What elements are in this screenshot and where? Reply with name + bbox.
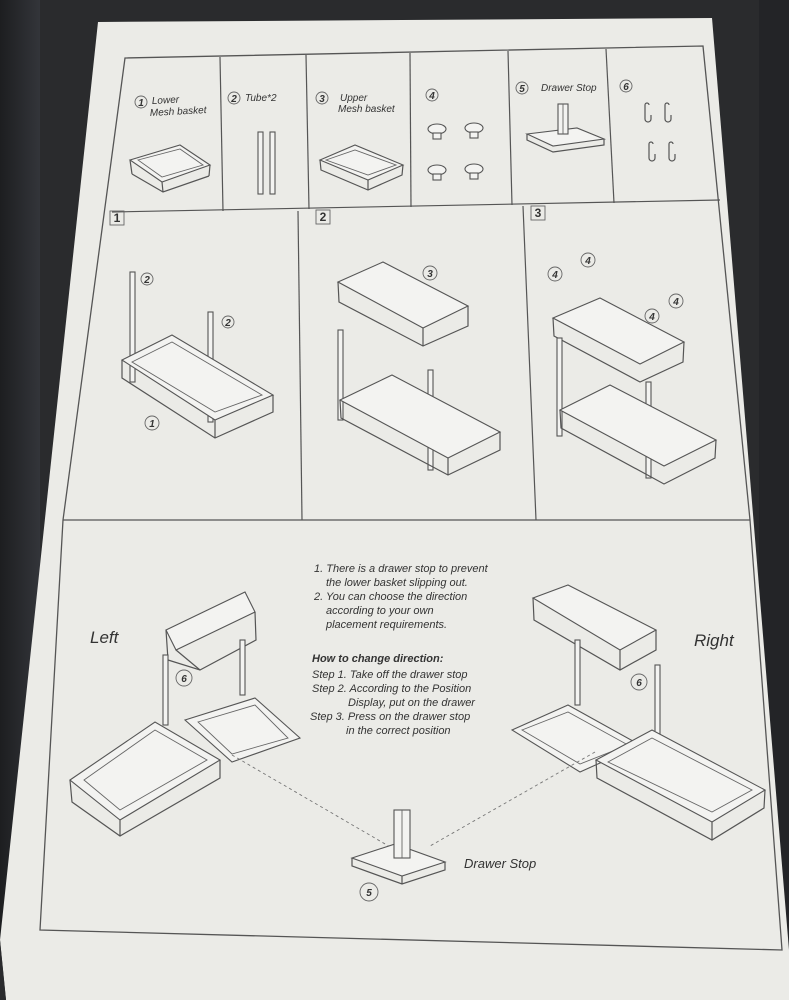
svg-text:4: 4 (672, 297, 679, 308)
note-2-line-3: placement requirements. (325, 619, 447, 631)
how-to-title: How to change direction: (312, 653, 444, 665)
parts-row (111, 48, 721, 213)
step-3-number: 3 (535, 206, 542, 220)
hook-icon (644, 102, 652, 123)
hook-icon (664, 102, 672, 123)
svg-text:4: 4 (551, 270, 558, 281)
cap-icon (427, 123, 447, 140)
part-2-label: Tube*2 (245, 93, 277, 104)
note-1-line-2: the lower basket slipping out. (326, 577, 468, 589)
part-5-number: 5 (519, 84, 525, 95)
step-1-number: 1 (114, 211, 121, 225)
hook-icon (648, 141, 656, 162)
part-3-label-b: Mesh basket (338, 104, 396, 115)
step-2-text-a: Step 2. According to the Position (312, 683, 471, 695)
step-3-text-b: in the correct position (346, 725, 451, 737)
part-3: 3 Upper Mesh basket (315, 91, 405, 191)
part-1-number: 1 (138, 98, 144, 109)
svg-text:3: 3 (427, 269, 433, 280)
part-2: 2 Tube*2 (227, 91, 277, 195)
svg-text:4: 4 (584, 256, 591, 267)
svg-text:4: 4 (648, 312, 655, 323)
part-3-label-a: Upper (340, 93, 368, 104)
part-2-number: 2 (230, 94, 237, 105)
part-6: 6 (619, 79, 676, 162)
left-label: Left (90, 628, 120, 647)
drawer-stop-number: 5 (366, 888, 372, 899)
svg-text:2: 2 (143, 275, 150, 286)
part-1: 1 Lower Mesh basket (128, 95, 212, 193)
left-assembly: Left 6 (69, 591, 302, 837)
right-label: Right (694, 631, 735, 650)
step-2-text-b: Display, put on the drawer (348, 697, 476, 709)
part-1-label-a: Lower (152, 95, 180, 107)
right-assembly: Right 6 (510, 584, 767, 841)
cap-icon (427, 164, 447, 181)
svg-text:6: 6 (636, 678, 642, 689)
drawer-stop-label: Drawer Stop (464, 856, 536, 871)
step-1: 1 2 2 1 (109, 210, 275, 439)
note-1-line-1: 1. There is a drawer stop to prevent (314, 563, 489, 575)
part-1-label-b: Mesh basket (150, 105, 208, 119)
hook-icon (668, 141, 676, 162)
part-5-label: Drawer Stop (541, 83, 597, 94)
step-2-number: 2 (320, 210, 327, 224)
part-5: 5 Drawer Stop (515, 81, 607, 153)
part-3-number: 3 (319, 94, 325, 105)
part-4: 4 (425, 88, 484, 181)
notes-block: 1. There is a drawer stop to prevent the… (310, 563, 489, 737)
drawer-stop-detail: Drawer Stop 5 (350, 809, 536, 902)
part-6-number: 6 (623, 82, 629, 93)
step-2: 2 3 (315, 209, 502, 476)
svg-text:1: 1 (149, 419, 155, 430)
note-2-line-1: 2. You can choose the direction (313, 591, 467, 603)
step-3-text-a: Step 3. Press on the drawer stop (310, 711, 470, 723)
steps-row (63, 205, 750, 521)
svg-text:2: 2 (224, 318, 231, 329)
svg-text:6: 6 (181, 674, 187, 685)
cap-icon (464, 163, 484, 180)
part-4-number: 4 (428, 91, 435, 102)
cap-icon (464, 122, 484, 139)
step-1-text: Step 1. Take off the drawer stop (312, 669, 468, 681)
note-2-line-2: according to your own (326, 605, 434, 617)
step-3: 3 4 4 4 4 (530, 205, 718, 485)
